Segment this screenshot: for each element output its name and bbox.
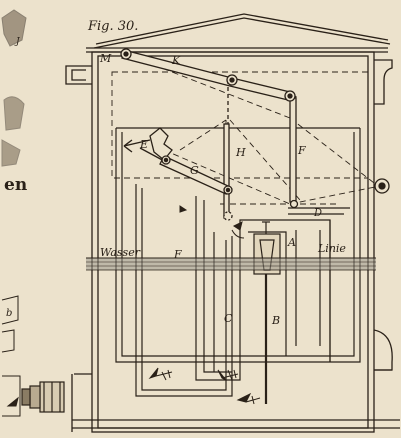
inner-vessel: [115, 127, 361, 397]
inlet-pipe: [21, 381, 65, 413]
label-e: E: [139, 138, 148, 151]
water-word-right: Linie: [317, 242, 346, 255]
label-b: B: [271, 314, 280, 327]
side-fragment-text: en: [4, 175, 27, 195]
left-margin-fragments: [1, 9, 27, 417]
water-word-left: Wasser: [100, 246, 141, 259]
label-c: C: [224, 312, 233, 325]
water-line: [86, 257, 376, 271]
label-f-upper: F: [297, 144, 306, 157]
label-f-lower: F: [173, 248, 182, 261]
figure-caption: Fig. 30.: [87, 19, 138, 34]
label-h: H: [235, 146, 246, 159]
side-fragment-letter: b: [6, 308, 12, 319]
label-k: K: [171, 54, 181, 67]
label-m: M: [99, 52, 112, 65]
label-g: G: [190, 164, 199, 177]
side-fragment-j: J: [14, 37, 21, 47]
label-d: D: [313, 208, 322, 219]
label-a: A: [287, 236, 296, 249]
flow-arrows: [6, 205, 261, 407]
part-labels: M K E G H F D A F C B: [99, 52, 322, 327]
outer-housing: [65, 13, 400, 433]
lever-linkage: [120, 48, 390, 221]
